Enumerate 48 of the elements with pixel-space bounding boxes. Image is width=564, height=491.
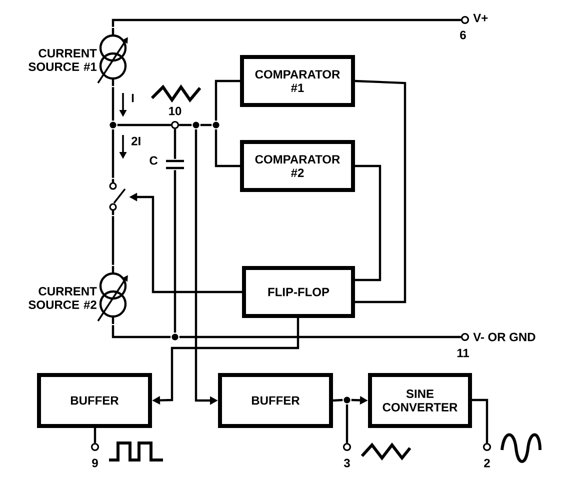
- terminal: [90, 442, 100, 452]
- wire: [112, 87, 114, 121]
- pin-label: 9: [92, 458, 98, 468]
- terminal: [170, 120, 180, 130]
- current-source-symbol: [97, 264, 128, 326]
- block-box: BUFFER: [37, 373, 152, 428]
- pin-label: V+: [473, 14, 488, 22]
- pin-label: C: [150, 156, 158, 165]
- switch-symbol: [109, 178, 126, 216]
- wire: [200, 124, 212, 126]
- wire: [112, 129, 114, 178]
- block-box: COMPARATOR #2: [240, 140, 355, 192]
- terminal: [342, 442, 352, 452]
- current-source-symbol: [97, 26, 128, 88]
- wire: [94, 428, 96, 443]
- wire: [174, 129, 176, 159]
- pin-label: 10: [169, 106, 182, 116]
- wire: [355, 164, 382, 282]
- wire: [174, 170, 176, 333]
- terminal: [482, 442, 492, 452]
- block-box: SINE CONVERTER: [368, 373, 472, 428]
- wire: [354, 80, 406, 304]
- wire: [117, 124, 171, 126]
- pin-label: 3: [344, 458, 350, 468]
- pin-label: 2: [484, 458, 490, 468]
- wire: [112, 18, 461, 27]
- wire: [179, 124, 192, 126]
- block-box: BUFFER: [218, 373, 333, 428]
- terminal: [460, 16, 470, 24]
- wire: [214, 80, 240, 121]
- block-box: COMPARATOR #1: [240, 55, 355, 107]
- capacitor-symbol: [164, 160, 186, 170]
- pin-label: 6: [460, 30, 466, 40]
- wire: [112, 216, 114, 265]
- pin-label: 11: [457, 348, 469, 358]
- current-label: I: [132, 94, 134, 102]
- pin-label: CURRENT SOURCE #2: [28, 287, 97, 309]
- wire: [179, 336, 461, 338]
- block-box: FLIP-FLOP: [242, 266, 355, 318]
- wire: [112, 325, 171, 338]
- pin-label: CURRENT SOURCE #1: [28, 49, 97, 71]
- terminal: [460, 332, 470, 342]
- wire: [332, 398, 343, 402]
- wire: [472, 398, 488, 443]
- pin-label: V- OR GND: [473, 332, 536, 342]
- current-label: 2I: [132, 136, 140, 146]
- wire: [214, 129, 240, 168]
- wire: [346, 404, 348, 443]
